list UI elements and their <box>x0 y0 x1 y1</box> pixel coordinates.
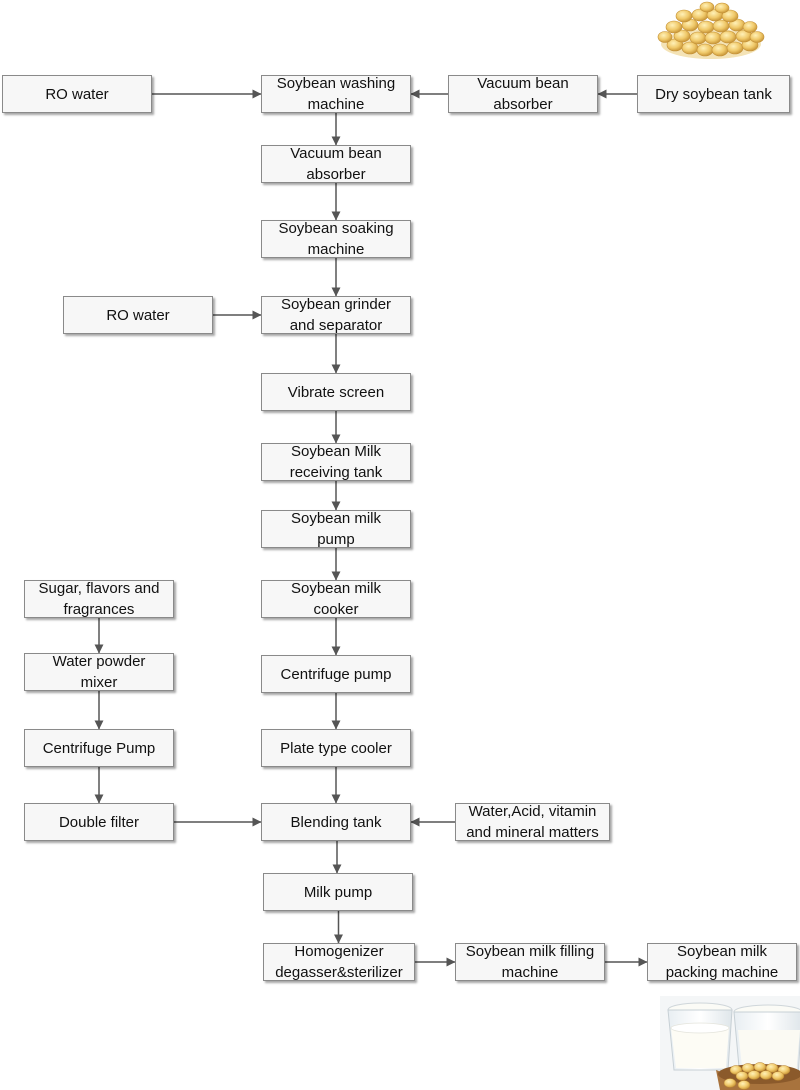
dry-soybean-tank-box: Dry soybean tank <box>637 75 790 113</box>
soybean-grinder-separator-box: Soybean grinder and separator <box>261 296 411 334</box>
soy-milk-glass-image <box>660 996 800 1090</box>
vacuum-bean-absorber-box-2: Vacuum bean absorber <box>261 145 411 183</box>
plate-type-cooler-box: Plate type cooler <box>261 729 411 767</box>
soybeans-pile-image <box>657 1 765 59</box>
soybean-soaking-machine-box: Soybean soaking machine <box>261 220 411 258</box>
ro-water-box-1: RO water <box>2 75 152 113</box>
double-filter-box: Double filter <box>24 803 174 841</box>
soybean-milk-filling-machine-box: Soybean milk filling machine <box>455 943 605 981</box>
edges <box>94 89 648 967</box>
soybean-milk-packing-machine-box: Soybean milk packing machine <box>647 943 797 981</box>
soybean-milk-cooker-box: Soybean milk cooker <box>261 580 411 618</box>
sugar-flavors-box: Sugar, flavors and fragrances <box>24 580 174 618</box>
centrifuge-pump-box-2: Centrifuge Pump <box>24 729 174 767</box>
homogenizer-box: Homogenizer degasser&sterilizer <box>263 943 415 981</box>
ro-water-box-2: RO water <box>63 296 213 334</box>
milk-pump-box: Milk pump <box>263 873 413 911</box>
vacuum-bean-absorber-box-1: Vacuum bean absorber <box>448 75 598 113</box>
water-acid-vitamin-box: Water,Acid, vitamin and mineral matters <box>455 803 610 841</box>
soybean-milk-pump-box: Soybean milk pump <box>261 510 411 548</box>
centrifuge-pump-box-1: Centrifuge pump <box>261 655 411 693</box>
blending-tank-box: Blending tank <box>261 803 411 841</box>
water-powder-mixer-box: Water powder mixer <box>24 653 174 691</box>
soybean-washing-machine-box: Soybean washing machine <box>261 75 411 113</box>
vibrate-screen-box: Vibrate screen <box>261 373 411 411</box>
soybean-milk-receiving-tank-box: Soybean Milk receiving tank <box>261 443 411 481</box>
